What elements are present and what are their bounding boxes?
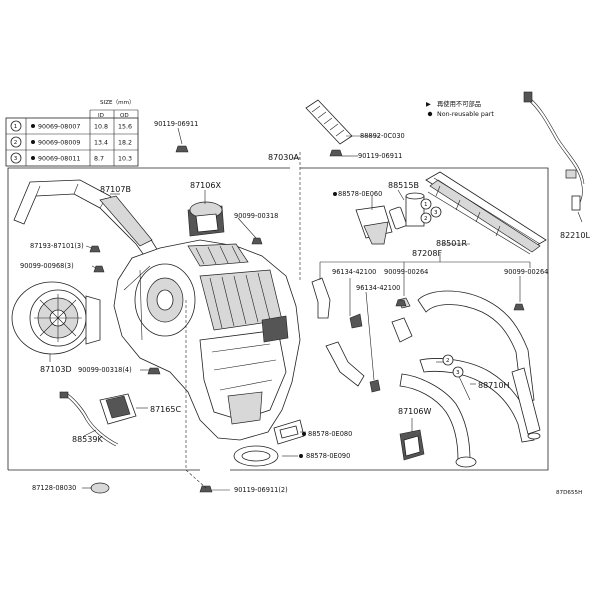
row2-index: 2 (14, 140, 18, 146)
label-88710h: 88710H (478, 381, 509, 390)
label-87128-08030: 87128-08030 (32, 484, 76, 492)
seal-strip-88892 (305, 99, 353, 145)
label-87208f: 87208F (412, 249, 442, 258)
label-88892-0c030: 88892-0C030 (360, 132, 405, 140)
symbol-notes: ▶ 再使用不可部品 Non-reusable part (426, 99, 494, 118)
size-legend-table: SIZE（mm） ID OD 1 90069-08007 10.8 15.6 2… (5, 99, 139, 167)
hvac-unit (113, 239, 301, 441)
non-reusable-dot (302, 432, 306, 436)
row2-id: 13.4 (94, 139, 108, 146)
actuator-87165c (99, 393, 137, 425)
label-96134-42100-a: 96134-42100 (332, 268, 376, 276)
gasket-88578-0e080 (273, 419, 305, 445)
servo-motor-87106w (399, 429, 425, 461)
label-90119-06911-b: 90119-06911 (358, 152, 402, 160)
sensor-82210l (523, 91, 585, 211)
note-non-reusable-en: Non-reusable part (437, 111, 494, 118)
size-header: SIZE（mm） (100, 99, 135, 106)
label-88515b: 88515B (388, 181, 419, 190)
label-87030a: 87030A (268, 153, 299, 162)
row1-index: 1 (14, 124, 18, 130)
label-90099-00264-a: 90099-00264 (384, 268, 428, 276)
label-87107b: 87107B (100, 185, 131, 194)
part-labels: 90119-06911 88892-0C030 90119-06911 8703… (20, 120, 590, 496)
callout-3: 3 (434, 210, 438, 216)
label-88578-0e060: 88578-0E060 (338, 190, 382, 198)
main-frame-left (7, 167, 290, 470)
label-87103d: 87103D (40, 365, 72, 374)
main-frame-right (230, 167, 549, 471)
legend-border (5, 117, 139, 167)
label-87106x: 87106X (190, 181, 221, 190)
expansion-valve-88515b (389, 192, 425, 230)
label-96134-42100-b: 96134-42100 (356, 284, 400, 292)
label-87165c: 87165C (150, 405, 181, 414)
label-82210l: 82210L (560, 231, 590, 240)
label-87106w: 87106W (398, 407, 431, 416)
label-88578-0e080: 88578-0E080 (308, 430, 352, 438)
clip-96134-a (349, 313, 363, 329)
row3-od: 10.3 (118, 155, 132, 162)
evaporator-88501r (425, 171, 547, 255)
label-88539k: 88539K (72, 435, 103, 444)
label-88578-0e090: 88578-0E090 (306, 452, 350, 460)
diagram-code: 87D655H (556, 490, 582, 496)
heater-pipes (399, 290, 541, 468)
hoses (311, 277, 413, 387)
row3-index: 3 (14, 156, 18, 162)
note-non-reusable-jp: 再使用不可部品 (437, 99, 481, 108)
label-87193-87101: 87193-87101(3) (30, 242, 84, 250)
wire-harness-88539k (65, 395, 117, 447)
row3-part: 90069-08011 (38, 155, 80, 162)
bracket-88578-0e060 (355, 205, 393, 245)
servo-motor-87106x (187, 201, 225, 237)
label-90119-06911-2: 90119-06911(2) (234, 486, 288, 494)
col-od-header: OD (120, 113, 129, 119)
col-id-header: ID (98, 113, 104, 119)
blower-motor (11, 281, 101, 355)
dot-symbol (427, 111, 433, 117)
label-90099-00318-4: 90099-00318(4) (78, 366, 132, 374)
label-90099-00968: 90099-00968(3) (20, 262, 74, 270)
row1-id: 10.8 (94, 123, 108, 130)
callout-3b: 3 (456, 370, 460, 376)
label-88501r: 88501R (436, 239, 467, 248)
row1-part: 90069-08007 (38, 123, 80, 130)
non-reusable-dot (299, 454, 303, 458)
non-reusable-dot (333, 192, 337, 196)
callout-2: 2 (424, 216, 428, 222)
row2-part: 90069-08009 (38, 139, 80, 146)
gasket-88578-0e090 (233, 445, 279, 467)
label-90099-00318: 90099-00318 (234, 212, 278, 220)
star-symbol: ▶ (426, 101, 431, 108)
row1-od: 15.6 (118, 123, 132, 130)
row2-od: 18.2 (118, 139, 132, 146)
screws (89, 145, 525, 493)
callout-2b: 2 (446, 358, 450, 364)
label-90099-00264-b: 90099-00264 (504, 268, 548, 276)
callout-1: 1 (424, 202, 428, 208)
grommet-icon (90, 482, 110, 494)
clip-96134-b (369, 379, 381, 393)
row3-id: 8.7 (94, 155, 104, 162)
label-90119-06911-a: 90119-06911 (154, 120, 198, 128)
